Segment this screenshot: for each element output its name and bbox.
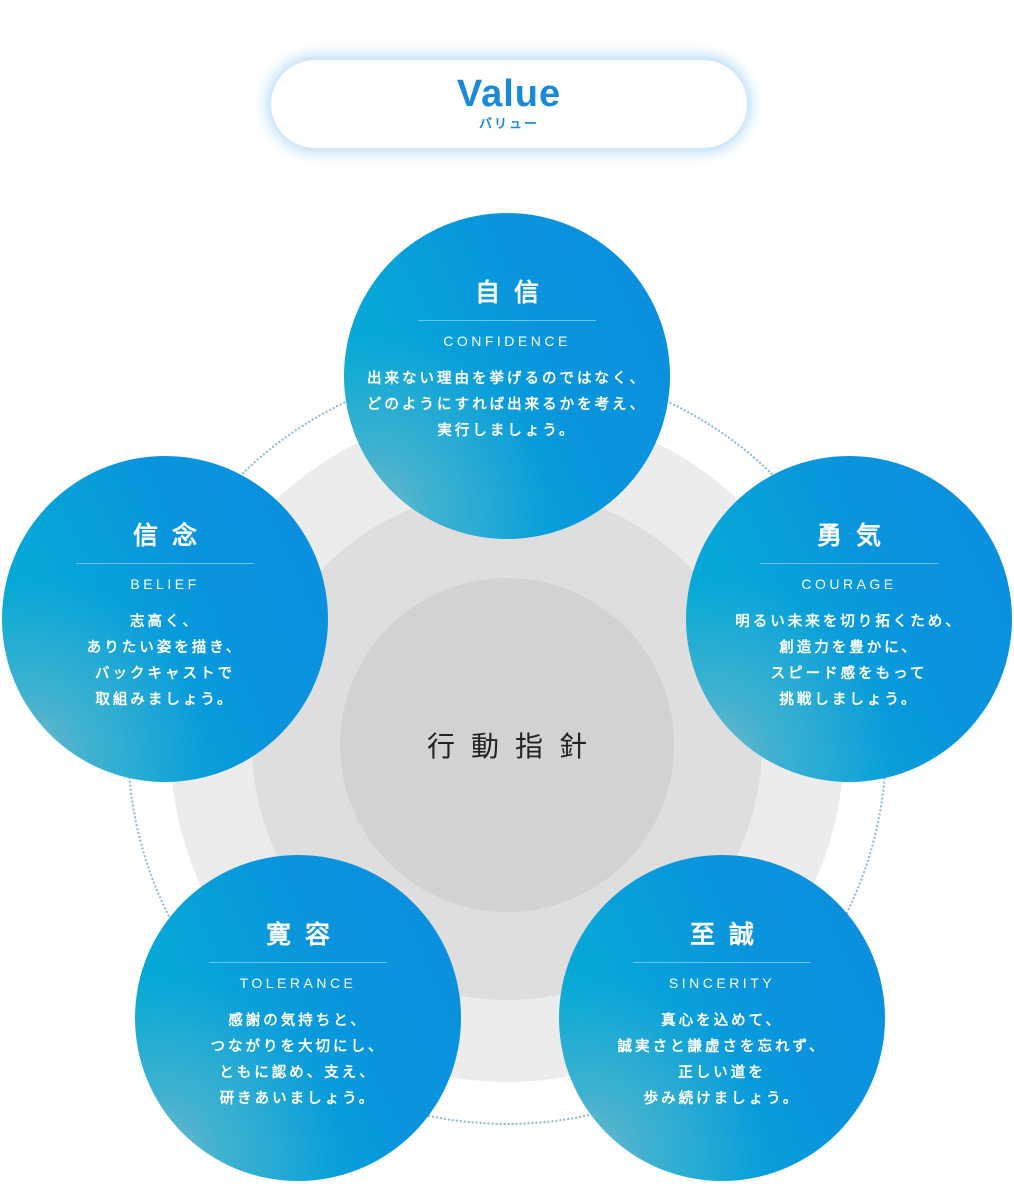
description-line: 創造力を豊かに、: [779, 640, 919, 656]
description-line: ともに認め、支え、: [219, 1065, 377, 1081]
value-circle-belief: 信念 BELIEF 志高く、 ありたい姿を描き、 バックキャストで 取組みましょ…: [2, 456, 328, 782]
value-title: 寛容: [265, 920, 344, 949]
divider: [760, 563, 938, 564]
value-title: 自信: [474, 278, 553, 307]
value-description: 出来ない理由を挙げるのではなく、 どのようにすれば出来るかを考え、 実行しましょ…: [367, 366, 647, 444]
value-description: 感謝の気持ちと、 つながりを大切にし、 ともに認め、支え、 研きあいましょう。: [211, 1008, 386, 1112]
divider: [418, 320, 596, 321]
description-line: 出来ない理由を挙げるのではなく、: [367, 371, 647, 387]
description-line: 真心を込めて、: [661, 1013, 783, 1029]
inner-core: 行動指針: [340, 578, 674, 912]
value-title: 信念: [132, 521, 211, 550]
description-line: どのようにすれば出来るかを考え、: [366, 397, 648, 413]
description-line: 誠実さと謙虚さを忘れず、: [617, 1039, 827, 1055]
value-english: COURAGE: [801, 576, 897, 592]
center-label: 行動指針: [426, 730, 603, 763]
value-english: SINCERITY: [668, 975, 776, 991]
value-description: 志高く、 ありたい姿を描き、 バックキャストで 取組みましょう。: [87, 609, 243, 713]
header-title: Value: [456, 73, 562, 115]
description-line: 研きあいましょう。: [219, 1091, 377, 1107]
description-line: つながりを大切にし、: [210, 1039, 386, 1055]
value-english: TOLERANCE: [239, 975, 357, 991]
divider: [633, 962, 811, 963]
divider: [209, 962, 387, 963]
description-line: 歩み続けましょう。: [643, 1091, 801, 1107]
value-header: Value バリュー: [271, 60, 747, 148]
description-line: バックキャストで: [94, 666, 235, 682]
description-line: 志高く、: [129, 614, 200, 630]
value-description: 明るい未来を切り拓くため、 創造力を豊かに、 スピード感をもって 挑戦しましょう…: [735, 609, 963, 713]
value-description: 真心を込めて、 誠実さと謙虚さを忘れず、 正しい道を 歩み続けましょう。: [618, 1008, 827, 1112]
value-english: BELIEF: [130, 576, 200, 592]
description-line: 取組みましょう。: [95, 692, 235, 708]
value-circle-confidence: 自信 CONFIDENCE 出来ない理由を挙げるのではなく、 どのようにすれば出…: [344, 213, 670, 539]
description-line: 挑戦しましょう。: [779, 692, 919, 708]
value-circle-courage: 勇気 COURAGE 明るい未来を切り拓くため、 創造力を豊かに、 スピード感を…: [686, 456, 1012, 782]
description-line: 正しい道を: [678, 1065, 766, 1081]
value-english: CONFIDENCE: [443, 333, 571, 349]
value-circle-tolerance: 寛容 TOLERANCE 感謝の気持ちと、 つながりを大切にし、 ともに認め、支…: [135, 855, 461, 1181]
divider: [76, 563, 254, 564]
description-line: ありたい姿を描き、: [86, 640, 244, 656]
description-line: 明るい未来を切り拓くため、: [735, 614, 963, 630]
description-line: スピード感をもって: [770, 666, 928, 682]
value-title: 至誠: [689, 920, 768, 949]
value-circle-sincerity: 至誠 SINCERITY 真心を込めて、 誠実さと謙虚さを忘れず、 正しい道を …: [559, 855, 885, 1181]
description-line: 感謝の気持ちと、: [228, 1013, 368, 1029]
description-line: 実行しましょう。: [437, 423, 577, 439]
value-title: 勇気: [816, 521, 895, 550]
header-subtitle: バリュー: [478, 117, 539, 132]
